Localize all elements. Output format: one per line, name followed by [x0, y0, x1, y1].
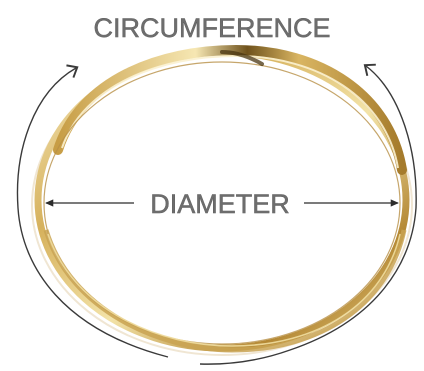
diameter-label: DIAMETER: [150, 189, 290, 219]
circumference-label: CIRCUMFERENCE: [93, 13, 330, 43]
